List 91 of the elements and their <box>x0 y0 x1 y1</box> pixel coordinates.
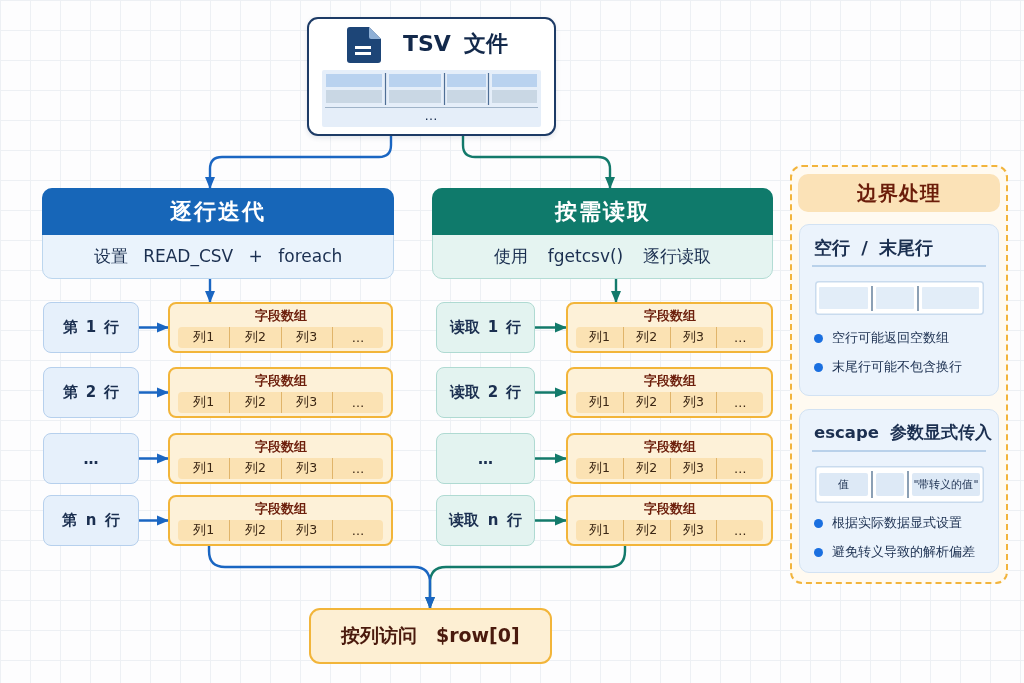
header-card <box>432 188 773 279</box>
table-cell: 列3 <box>669 520 717 541</box>
table-cell: … <box>331 392 383 413</box>
array-heading: 字段数组 <box>643 438 696 455</box>
array-box <box>168 495 393 546</box>
header-card <box>42 188 394 279</box>
table-cell: 列2 <box>229 327 281 348</box>
array-box <box>168 302 393 353</box>
result-box: 按列访问 $row[0] <box>309 608 552 664</box>
bullet-text: 根据实际数据显式设置 <box>832 514 962 532</box>
row-box: 第 2 行 <box>43 367 139 418</box>
table-cell: 列1 <box>178 327 230 348</box>
table-cell: … <box>716 458 763 479</box>
row-box: … <box>436 433 535 484</box>
array-heading: 字段数组 <box>254 500 307 517</box>
row-box: … <box>43 433 139 484</box>
heading-band: 边界处理 <box>798 174 1000 212</box>
info-card <box>799 224 999 396</box>
arrow <box>533 387 568 398</box>
array-heading: 字段数组 <box>643 307 696 324</box>
array-box <box>566 495 773 546</box>
arrow <box>611 277 621 304</box>
dashed-panel <box>790 165 1008 584</box>
table-cell: 列3 <box>280 392 332 413</box>
array-heading: 字段数组 <box>643 500 696 517</box>
table-cell: 列2 <box>229 392 281 413</box>
table-cell: … <box>716 520 763 541</box>
bullet-text: 避免转义导致的解析偏差 <box>832 543 975 561</box>
table-cell: 列2 <box>229 520 281 541</box>
table-cell: 列1 <box>576 327 623 348</box>
subtitle: 设置 READ_CSV + foreach <box>93 246 343 266</box>
table-cell: … <box>331 327 383 348</box>
arrow <box>533 322 568 333</box>
table-cell: 列3 <box>280 327 332 348</box>
array-heading: 字段数组 <box>643 372 696 389</box>
array-heading: 字段数组 <box>254 307 307 324</box>
arrow <box>137 322 170 333</box>
array-heading: 字段数组 <box>254 372 307 389</box>
arrow <box>533 453 568 464</box>
table-cell: 列2 <box>229 458 281 479</box>
arrow <box>137 387 170 398</box>
array-box <box>566 367 773 418</box>
table-cell: 列1 <box>576 458 623 479</box>
table-cell: 列2 <box>622 327 670 348</box>
row-box: 读取 1 行 <box>436 302 535 353</box>
array-box <box>566 302 773 353</box>
array-box <box>566 433 773 484</box>
table-cell: "带转义的值" <box>912 473 980 496</box>
card-title: 空行 / 末尾行 <box>814 237 934 259</box>
table-cell: 列3 <box>669 458 717 479</box>
arrow <box>137 453 170 464</box>
table-cell: 列1 <box>178 392 230 413</box>
info-card <box>799 409 999 573</box>
table-cell: 列2 <box>622 458 670 479</box>
arrow <box>137 515 170 526</box>
arrow <box>207 544 435 610</box>
table-cell: … <box>716 327 763 348</box>
table-cell: 列2 <box>622 392 670 413</box>
ellipsis: … <box>424 108 438 124</box>
arrow <box>461 134 615 190</box>
bullet-text: 末尾行可能不包含换行 <box>832 358 962 376</box>
card-title: escape 参数显式传入 <box>814 422 992 444</box>
table-cell: 列3 <box>280 520 332 541</box>
row-box: 读取 2 行 <box>436 367 535 418</box>
bullet-text: 空行可能返回空数组 <box>832 329 949 347</box>
table-cell: 列3 <box>280 458 332 479</box>
row-box: 第 1 行 <box>43 302 139 353</box>
header-band: 按需读取 <box>432 188 773 235</box>
arrow <box>205 277 215 304</box>
file-title: TSV 文件 <box>403 31 508 57</box>
table-cell: 列3 <box>669 392 717 413</box>
file-card <box>307 17 556 136</box>
table-cell: 列3 <box>669 327 717 348</box>
table-cell: … <box>716 392 763 413</box>
table-cell: 列1 <box>576 520 623 541</box>
table-cell: … <box>331 520 383 541</box>
array-heading: 字段数组 <box>254 438 307 455</box>
table-cell: 值 <box>819 473 868 496</box>
array-box <box>168 433 393 484</box>
arrow <box>533 515 568 526</box>
table-cell: … <box>331 458 383 479</box>
row-box: 第 n 行 <box>43 495 139 546</box>
row-box: 读取 n 行 <box>436 495 535 546</box>
array-box <box>168 367 393 418</box>
table-cell: 列1 <box>178 520 230 541</box>
table-cell: 列2 <box>622 520 670 541</box>
table-cell: 列1 <box>178 458 230 479</box>
subtitle: 使用 fgetcsv() 逐行读取 <box>494 246 711 266</box>
arrow <box>205 134 393 190</box>
table-cell: 列1 <box>576 392 623 413</box>
header-band: 逐行迭代 <box>42 188 394 235</box>
